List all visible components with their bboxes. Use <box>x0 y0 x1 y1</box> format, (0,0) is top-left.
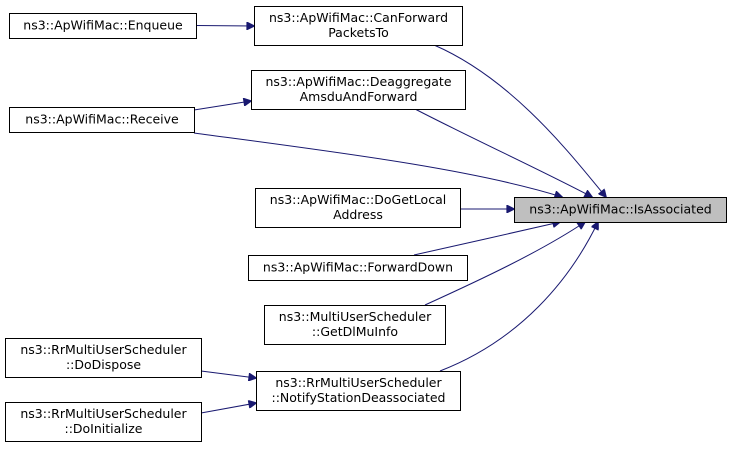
nodes-layer: ns3::ApWifiMac::IsAssociatedns3::ApWifiM… <box>5 6 727 442</box>
node-label: Address <box>333 207 383 222</box>
node-box <box>254 6 463 46</box>
node-label: ns3::RrMultiUserScheduler <box>275 375 442 390</box>
edge-notifystation-to-target <box>439 222 598 372</box>
node-box <box>5 402 202 442</box>
edge-deaggregate-to-target <box>414 108 592 197</box>
node-box <box>255 188 461 228</box>
edge-forwarddown-to-target <box>413 222 560 256</box>
node-label: ns3::ApWifiMac::IsAssociated <box>529 202 711 217</box>
edge-doinitialize-to-notifystation <box>200 403 256 414</box>
node-doinitialize[interactable]: ns3::RrMultiUserScheduler::DoInitialize <box>5 402 202 442</box>
node-box <box>5 338 202 378</box>
edge-getdlmuinfo-to-target <box>424 222 585 306</box>
node-label: ns3::ApWifiMac::Deaggregate <box>265 74 451 89</box>
node-label: ns3::RrMultiUserScheduler <box>20 406 187 421</box>
node-box <box>251 70 466 110</box>
edge-canforward-to-target <box>433 44 606 197</box>
node-box <box>9 107 195 133</box>
node-label: ns3::ApWifiMac::ForwardDown <box>263 260 453 275</box>
node-label: ::DoInitialize <box>64 421 142 436</box>
node-label: ns3::ApWifiMac::Enqueue <box>23 18 183 33</box>
node-label: ::GetDlMuInfo <box>312 324 398 339</box>
node-label: ns3::ApWifiMac::Receive <box>25 112 179 127</box>
node-label: ns3::ApWifiMac::DoGetLocal <box>270 192 446 207</box>
node-box <box>264 305 446 345</box>
edge-dodispose-to-notifystation <box>200 370 256 378</box>
edge-enqueue-to-canforward <box>195 26 254 27</box>
node-forwarddown[interactable]: ns3::ApWifiMac::ForwardDown <box>248 255 468 281</box>
node-deaggregate[interactable]: ns3::ApWifiMac::DeaggregateAmsduAndForwa… <box>251 70 466 110</box>
node-label: ns3::RrMultiUserScheduler <box>20 342 187 357</box>
node-box <box>248 255 468 281</box>
node-box <box>9 13 197 39</box>
node-receive[interactable]: ns3::ApWifiMac::Receive <box>9 107 195 133</box>
node-dodispose[interactable]: ns3::RrMultiUserScheduler::DoDispose <box>5 338 202 378</box>
node-label: ns3::MultiUserScheduler <box>279 309 432 324</box>
node-target[interactable]: ns3::ApWifiMac::IsAssociated <box>514 197 727 223</box>
node-label: ::DoDispose <box>66 357 141 372</box>
node-label: PacketsTo <box>328 25 389 40</box>
edges-layer <box>193 26 606 414</box>
edge-receive-to-target <box>193 132 562 197</box>
node-box <box>514 197 727 223</box>
edge-receive-to-deaggregate <box>193 101 251 111</box>
node-notifystation[interactable]: ns3::RrMultiUserScheduler::NotifyStation… <box>256 371 461 411</box>
node-label: ns3::ApWifiMac::CanForward <box>269 10 448 25</box>
node-getdlmuinfo[interactable]: ns3::MultiUserScheduler::GetDlMuInfo <box>264 305 446 345</box>
node-label: AmsduAndForward <box>300 89 418 104</box>
node-box <box>256 371 461 411</box>
node-label: ::NotifyStationDeassociated <box>272 390 446 405</box>
node-enqueue[interactable]: ns3::ApWifiMac::Enqueue <box>9 13 197 39</box>
